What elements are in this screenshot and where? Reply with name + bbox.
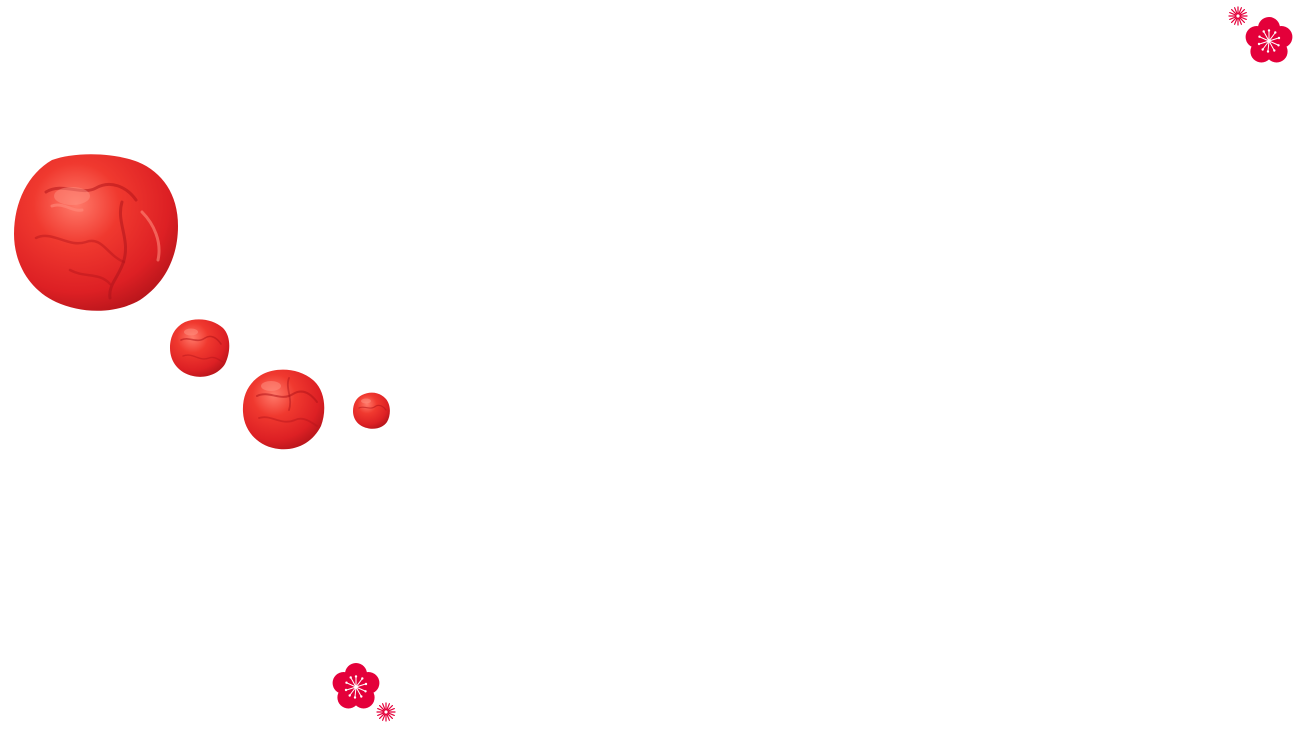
- umeboshi-small-icon: [170, 319, 230, 377]
- starburst-top-right-icon: [1228, 6, 1248, 26]
- umeboshi-medium-icon: [242, 369, 325, 450]
- umeboshi-tiny-icon: [353, 392, 390, 429]
- starburst-bottom-icon: [376, 702, 396, 722]
- umeboshi-large-icon: [14, 154, 178, 311]
- plum-blossom-top-right-icon: [1245, 17, 1293, 63]
- plum-blossom-bottom-icon: [332, 663, 380, 709]
